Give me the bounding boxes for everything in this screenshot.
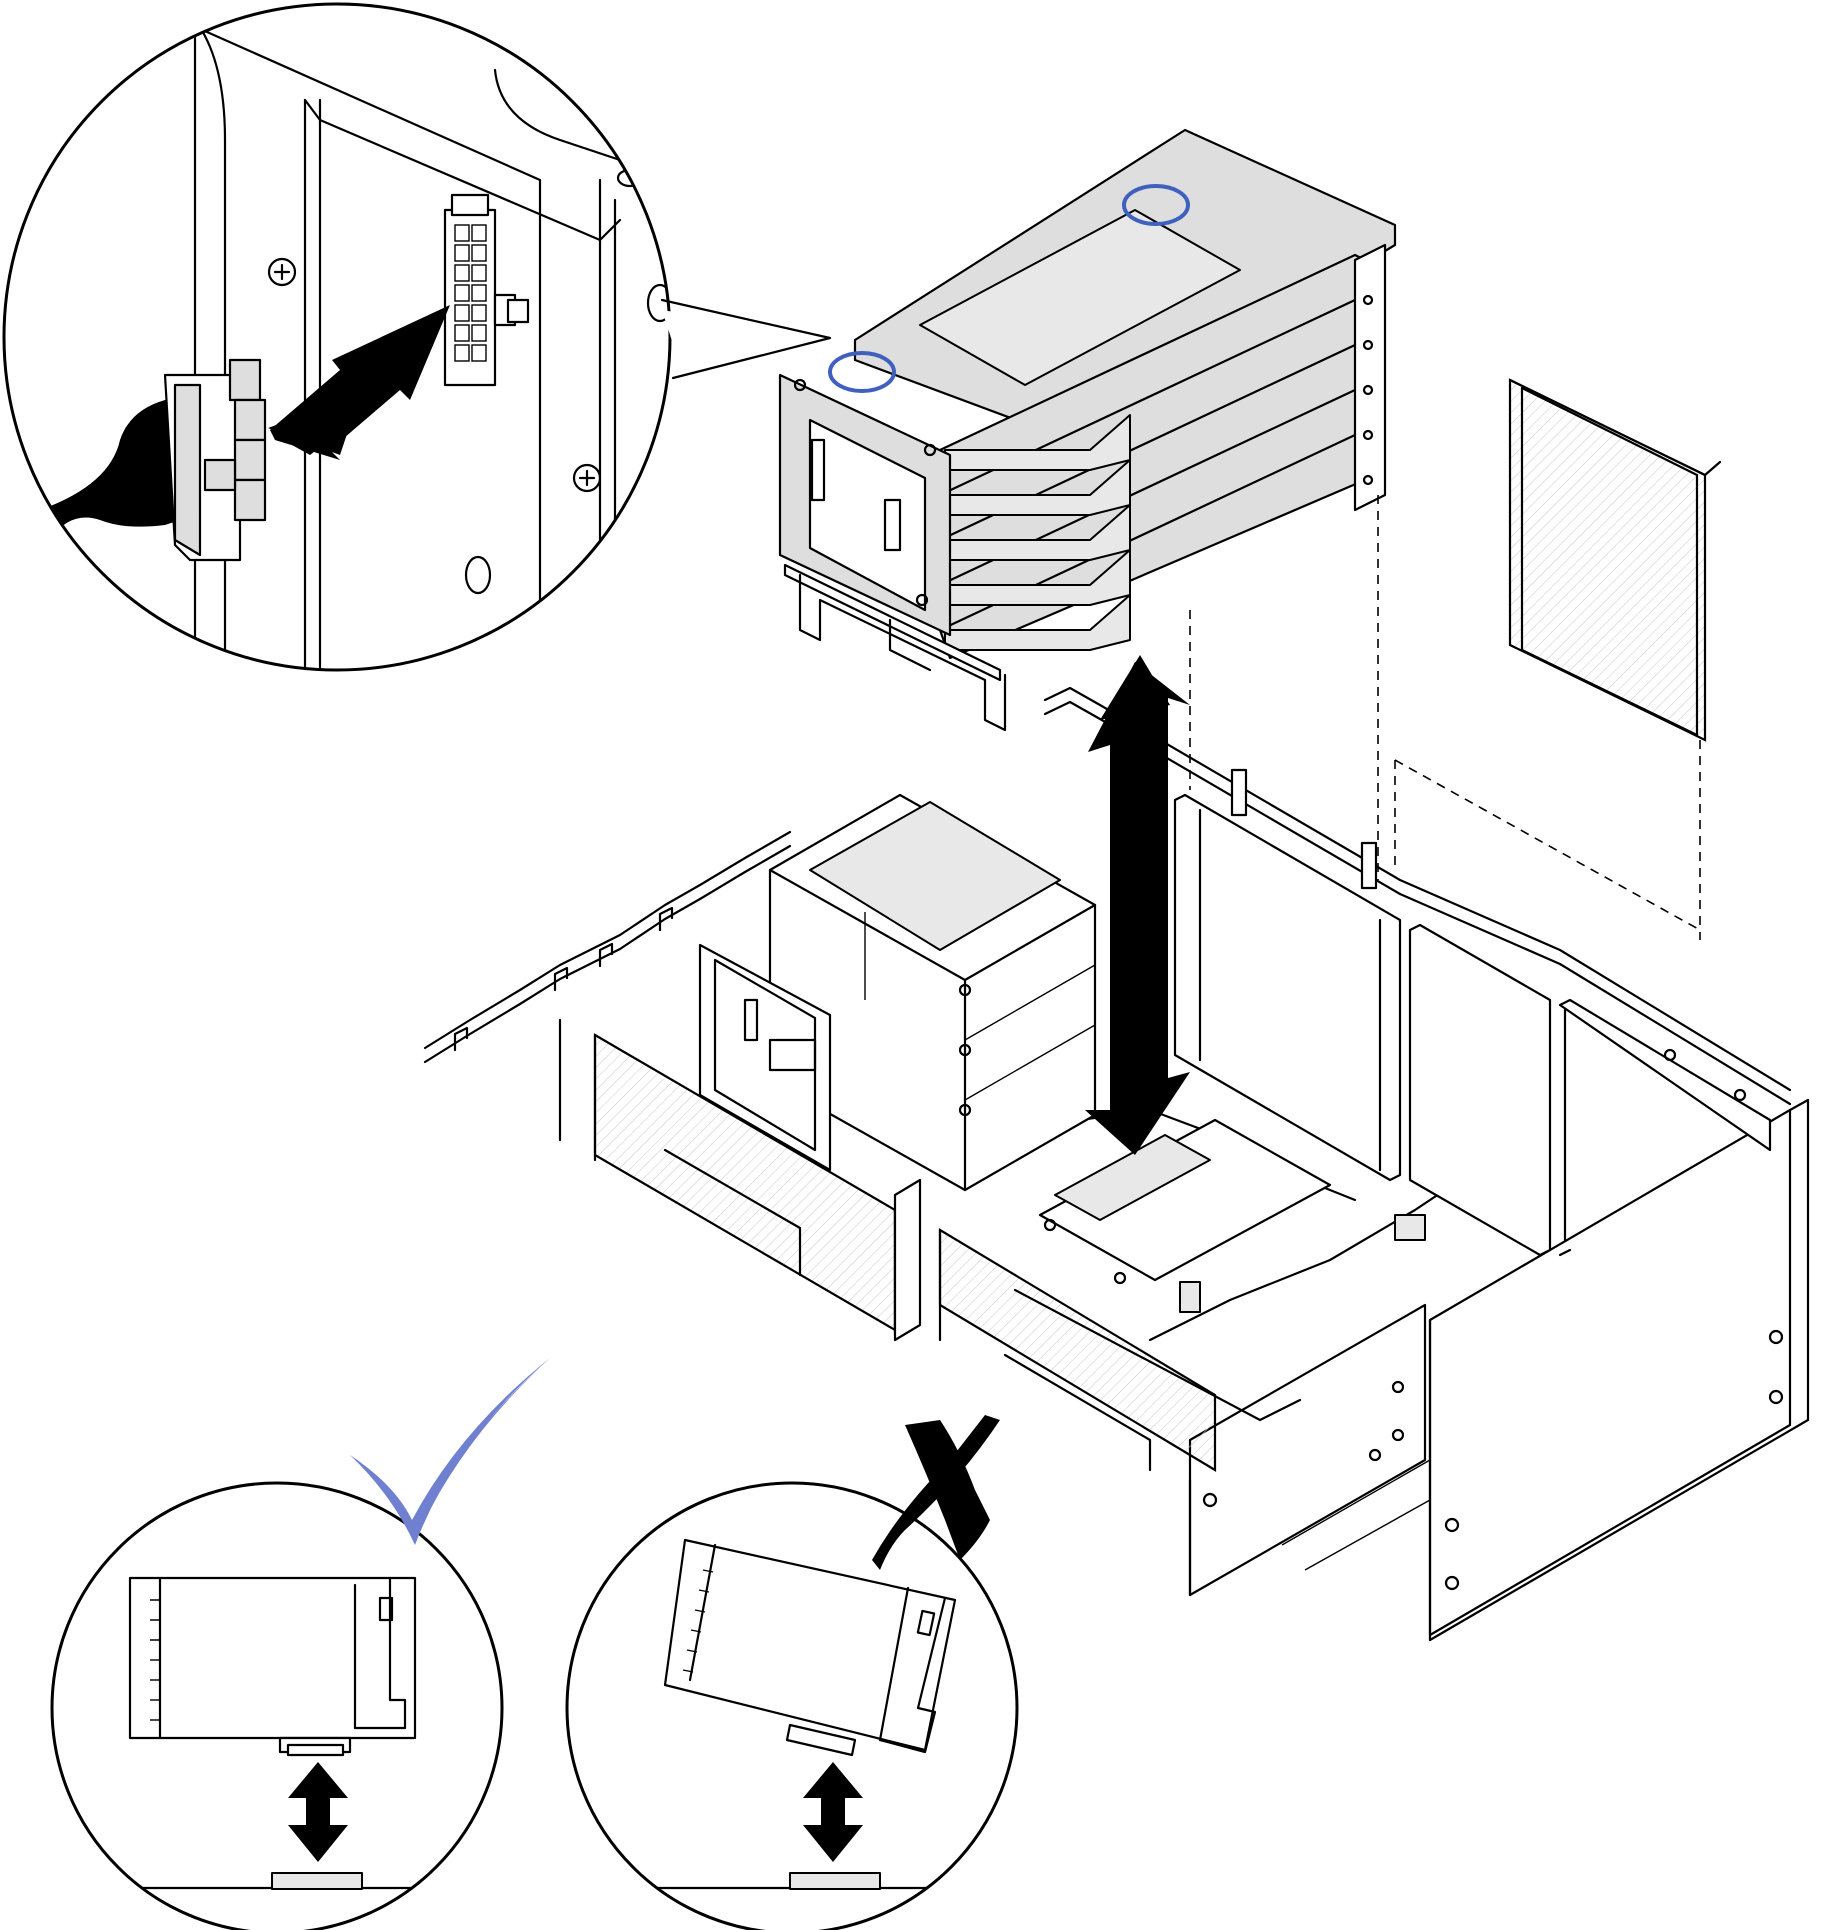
double-arrow-vertical-icon (1085, 655, 1190, 1155)
correct-installation-detail (50, 1481, 504, 1930)
double-arrow-diagonal-icon (268, 305, 450, 460)
filler-panel (1508, 378, 1722, 742)
server-chassis (423, 686, 1810, 1642)
double-arrow-vertical-icon (803, 1762, 863, 1862)
double-arrow-vertical-icon (288, 1762, 348, 1862)
touch-point-rings (828, 184, 1190, 393)
incorrect-installation-detail (565, 1481, 1019, 1930)
checkmark-icon (350, 1358, 550, 1545)
alignment-guides (1189, 495, 1701, 940)
x-mark-icon (872, 1415, 1000, 1570)
riser-cage-assembly (778, 128, 1397, 732)
